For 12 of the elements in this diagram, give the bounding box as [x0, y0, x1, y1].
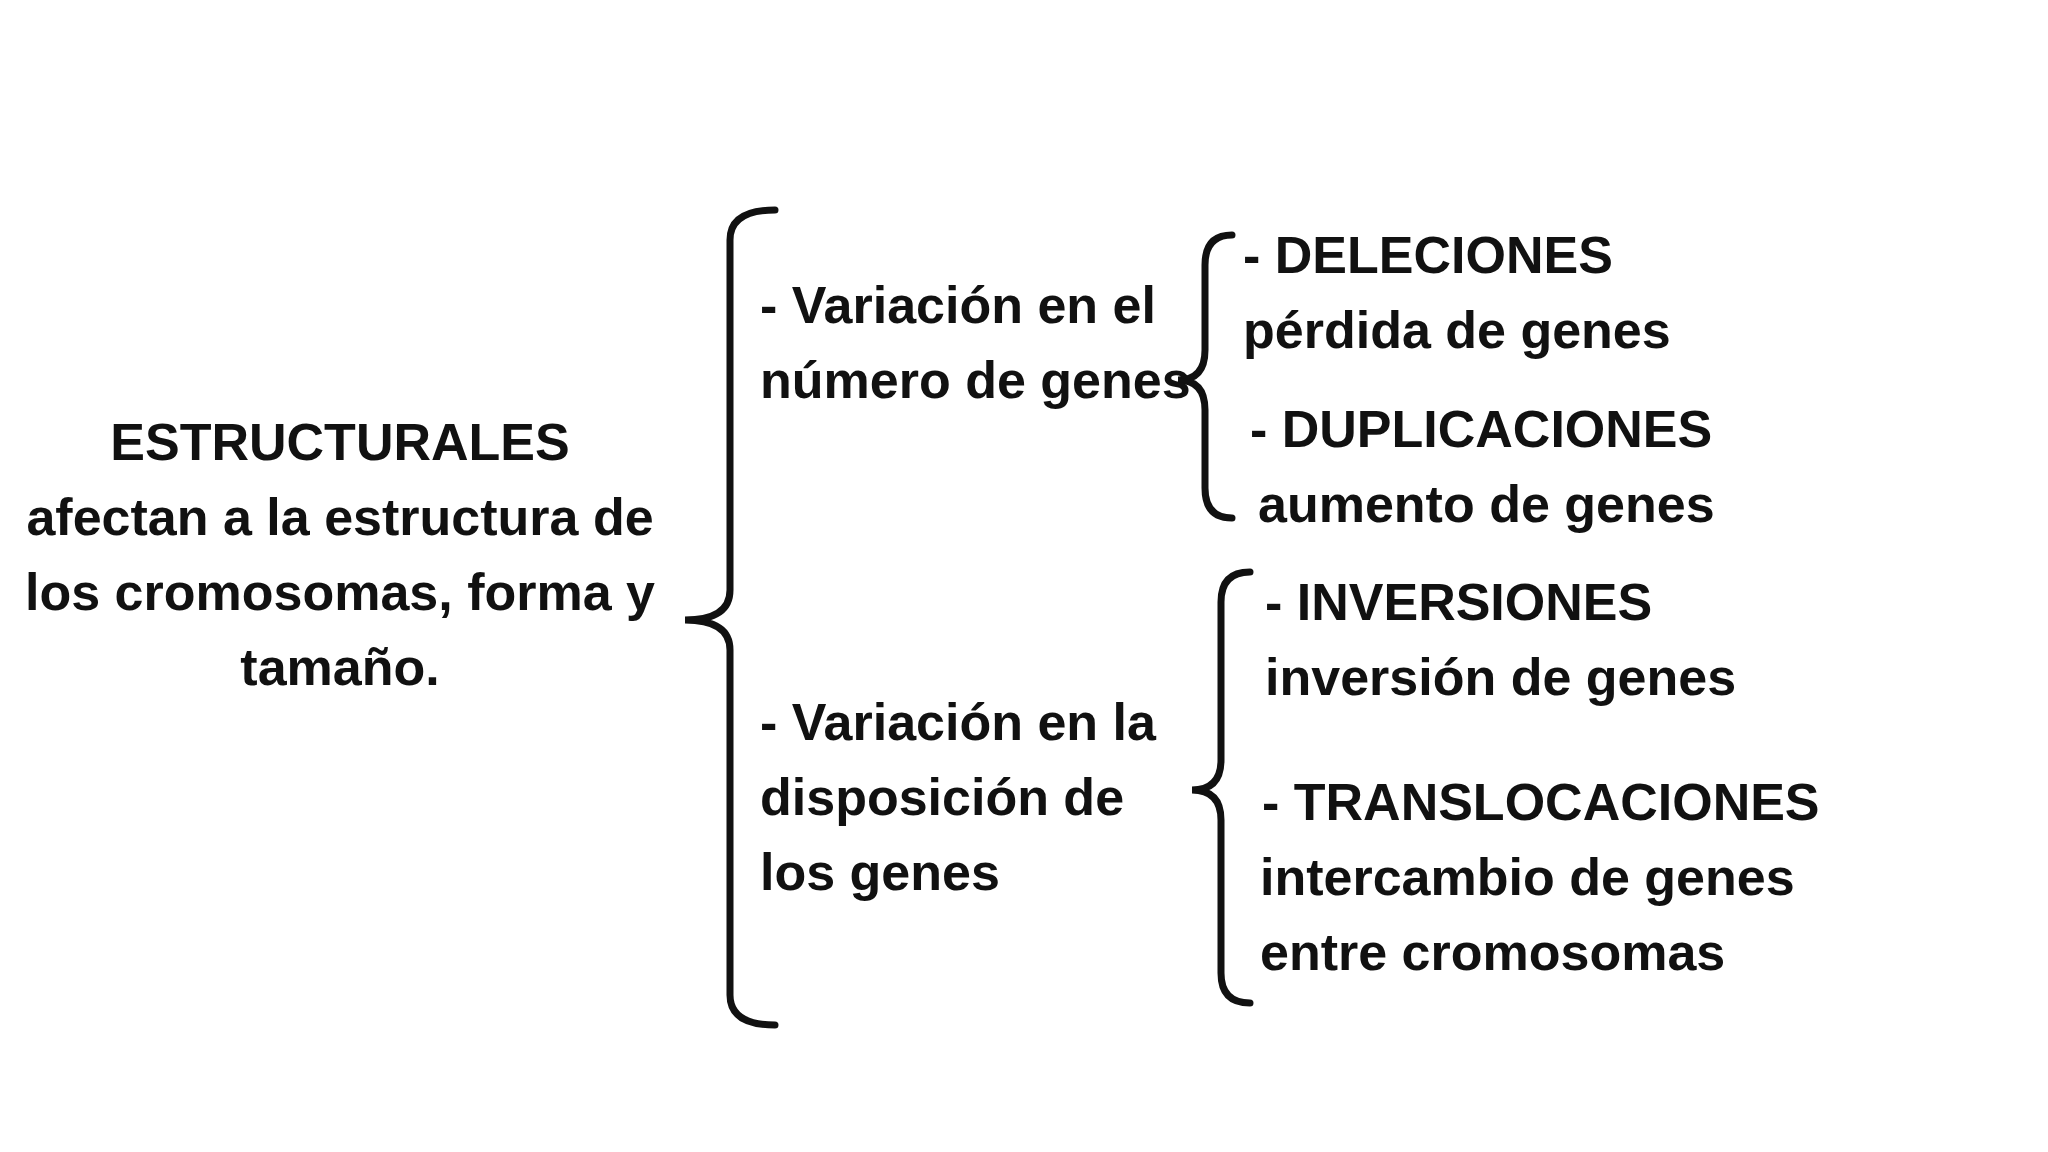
item-text: - DUPLICACIONES — [1250, 399, 1713, 460]
item-text: - INVERSIONES — [1265, 572, 1653, 633]
category-text: - Variación en el número de genes — [760, 275, 1192, 411]
item-text: - TRANSLOCACIONES — [1262, 772, 1820, 833]
description-text: afectan a la estructura de los cromosomas, forma y tamaño. — [24, 487, 656, 698]
item-text: inversión de genes — [1265, 647, 1737, 708]
item-text: intercambio de genes entre cromosomas — [1260, 847, 1796, 983]
heading-text: ESTRUCTURALES — [109, 412, 571, 473]
item-text: pérdida de genes — [1243, 300, 1671, 361]
item-text: - DELECIONES — [1243, 225, 1613, 286]
category-text: - Variación en la disposición de los genes — [760, 692, 1158, 903]
item-text: aumento de genes — [1258, 474, 1715, 535]
